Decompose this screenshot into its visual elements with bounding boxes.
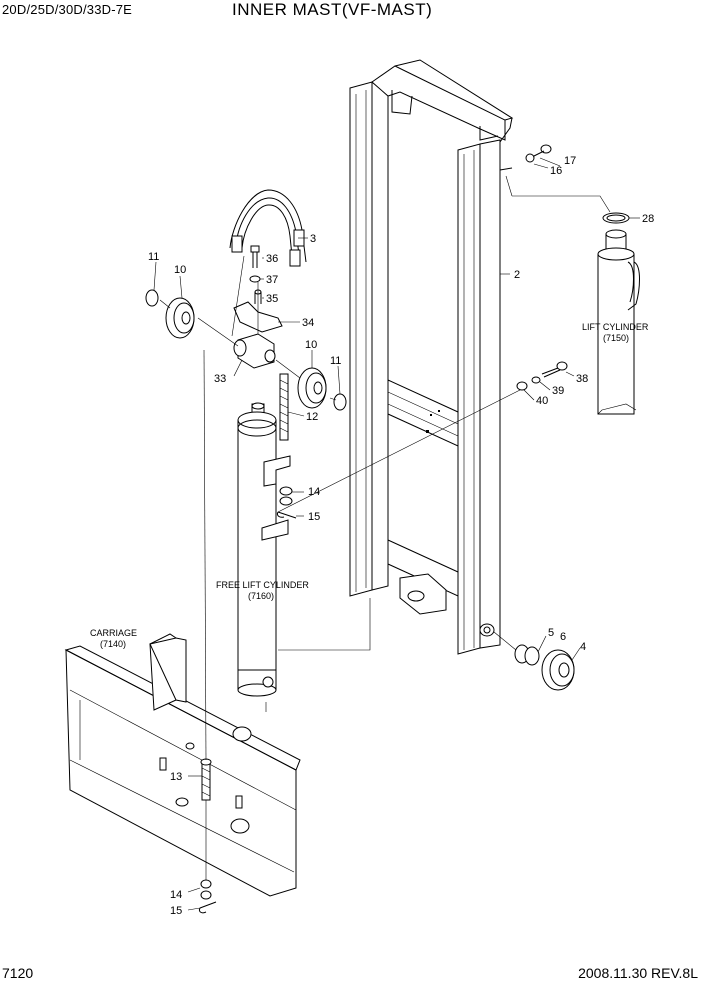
callout-11-right: 11 xyxy=(330,355,341,367)
date-revision: 2008.11.30 REV.8L xyxy=(578,965,698,981)
callout-13: 13 xyxy=(170,771,182,783)
sheave-support-33 xyxy=(233,333,276,369)
lift-cylinder xyxy=(597,212,640,415)
cotter-pin-15-upper xyxy=(277,511,297,519)
callout-14-lower: 14 xyxy=(170,889,182,901)
callout-6: 6 xyxy=(560,631,566,643)
roller-4 xyxy=(541,649,575,691)
callout-37: 37 xyxy=(266,274,278,286)
snap-ring-11-left xyxy=(145,289,159,307)
shim-5-6 xyxy=(514,644,540,666)
callout-10-right: 10 xyxy=(305,339,317,351)
lift-cylinder-label: LIFT CYLINDER xyxy=(582,322,649,332)
callout-36: 36 xyxy=(266,253,278,265)
callout-28: 28 xyxy=(642,213,654,225)
callout-34: 34 xyxy=(302,317,314,329)
model-number: 20D/25D/30D/33D-7E xyxy=(2,2,133,17)
nut-14-upper xyxy=(279,486,293,496)
carriage xyxy=(64,633,301,897)
callout-17: 17 xyxy=(564,155,576,167)
snap-ring-11-right xyxy=(333,393,347,411)
anchor-bolt-13 xyxy=(200,758,212,801)
lift-cylinder-ref: (7150) xyxy=(603,333,629,343)
callout-10-left: 10 xyxy=(174,264,186,276)
page-title: INNER MAST(VF-MAST) xyxy=(232,0,433,19)
leader-lines xyxy=(153,157,640,911)
callout-4: 4 xyxy=(580,641,586,653)
callout-40: 40 xyxy=(536,395,548,407)
callout-3: 3 xyxy=(310,233,316,245)
pin-16 xyxy=(525,153,535,163)
callout-16: 16 xyxy=(550,165,562,177)
bolt-38 xyxy=(541,361,568,378)
bolt-36 xyxy=(250,245,260,268)
callout-35: 35 xyxy=(266,293,278,305)
carriage-label: CARRIAGE xyxy=(90,628,137,638)
callout-12: 12 xyxy=(306,411,318,423)
callout-5: 5 xyxy=(548,627,554,639)
inner-mast-frame xyxy=(349,59,514,655)
callout-39: 39 xyxy=(552,385,564,397)
callout-14-upper: 14 xyxy=(308,486,320,498)
reference-lines xyxy=(159,175,637,880)
bolt-17 xyxy=(529,144,552,159)
callout-15-upper: 15 xyxy=(308,511,320,523)
free-lift-cylinder-label: FREE LIFT CYLINDER xyxy=(216,580,309,590)
callouts: 2 3 4 5 6 10 10 11 11 12 13 14 14 15 15 … xyxy=(148,155,654,917)
nut-14-lower xyxy=(200,879,212,889)
callout-2: 2 xyxy=(514,269,520,281)
cotter-pin-15-lower xyxy=(199,901,217,914)
assembly-labels: LIFT CYLINDER (7150) FREE LIFT CYLINDER … xyxy=(90,322,649,649)
free-lift-cylinder-ref: (7160) xyxy=(248,591,274,601)
sheave-10-left xyxy=(165,297,195,339)
callout-38: 38 xyxy=(576,373,588,385)
callout-33: 33 xyxy=(214,373,226,385)
callout-11-left: 11 xyxy=(148,251,159,263)
washer-39 xyxy=(531,376,541,384)
free-lift-cylinder xyxy=(237,402,291,697)
callout-15-lower: 15 xyxy=(170,905,182,917)
carriage-ref: (7140) xyxy=(100,639,126,649)
chain-anchor-12 xyxy=(279,373,289,441)
page-number: 7120 xyxy=(2,965,34,981)
washer-37 xyxy=(249,275,261,283)
washer-40 xyxy=(516,381,528,391)
sheave-10-right xyxy=(297,367,327,409)
